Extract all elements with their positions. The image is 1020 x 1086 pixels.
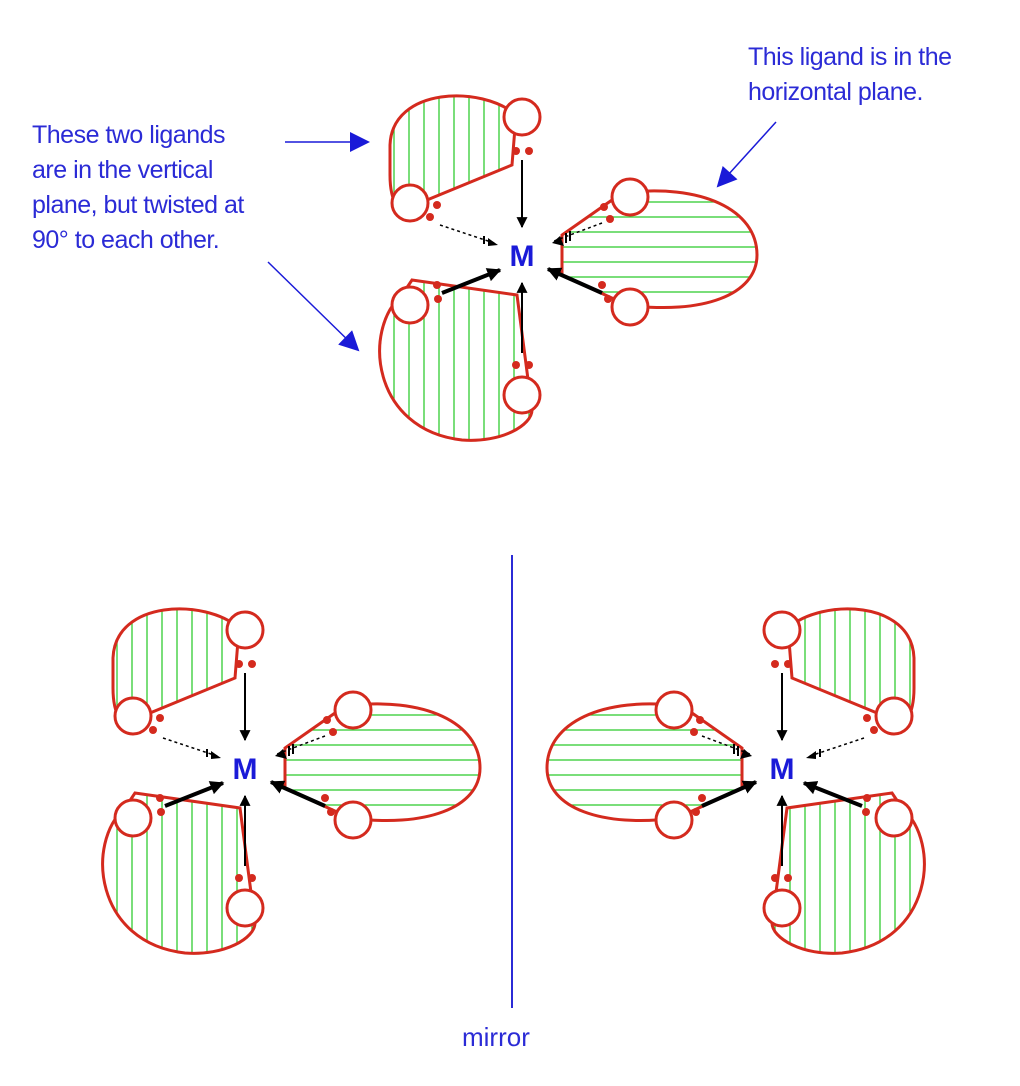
bottom-left-complex: M (103, 609, 480, 953)
horizontal-plane-note: This ligand is in the horizontal plane. (748, 40, 1008, 110)
metal-label: M (233, 753, 258, 786)
vertical-plane-note: These two ligands are in the vertical pl… (32, 118, 302, 258)
annotation-arrow (716, 121, 777, 188)
note-line: are in the vertical (32, 156, 213, 184)
note-line: plane, but twisted at (32, 191, 244, 219)
note-line: horizontal plane. (748, 78, 923, 106)
note-line: This ligand is in the (748, 43, 952, 71)
top-complex: M (380, 96, 757, 440)
mirror-label: mirror (462, 1022, 530, 1052)
metal-label: M (770, 753, 795, 786)
bottom-right-metal: M (765, 750, 799, 786)
annotation-arrow (267, 261, 360, 352)
bottom-right-complex (547, 609, 924, 953)
note-line: 90° to each other. (32, 226, 220, 254)
note-line: These two ligands (32, 121, 226, 149)
metal-label: M (510, 240, 535, 273)
